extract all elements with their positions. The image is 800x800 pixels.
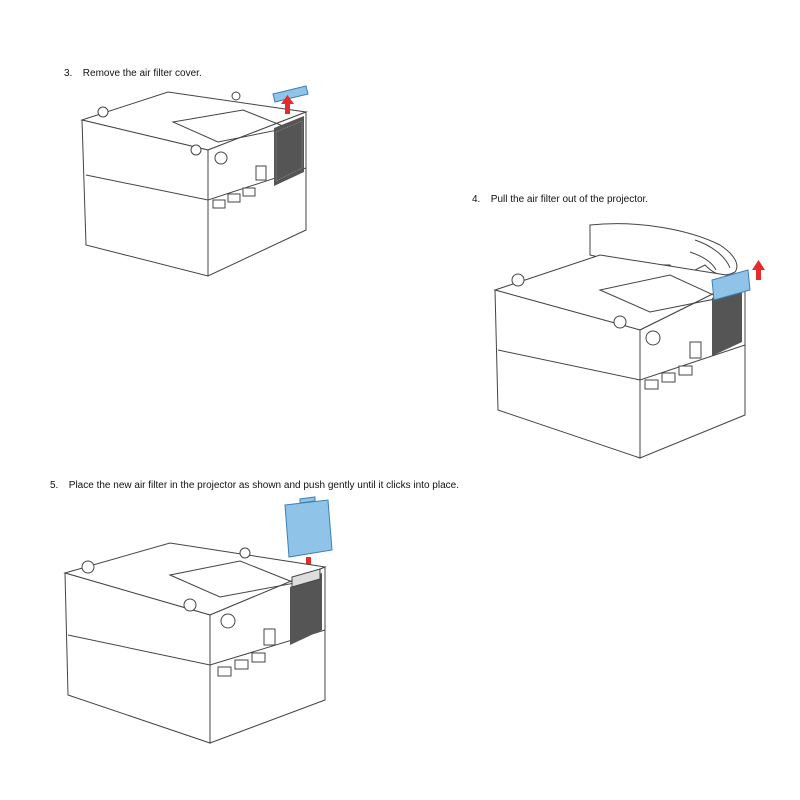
step-text: Place the new air filter in the projecto… [69,480,459,491]
new-air-filter [285,497,332,557]
projector-illustration-pull-filter [490,210,770,460]
step-4-instruction: 4. Pull the air filter out of the projec… [472,194,648,205]
step-text: Pull the air filter out of the projector… [491,194,648,205]
projector-illustration-insert-filter [60,495,340,745]
projector-illustration-remove-cover [78,80,318,280]
step-number: 5. [50,480,66,491]
step-3-instruction: 3. Remove the air filter cover. [64,68,202,79]
up-arrow-icon [752,260,765,280]
step-text: Remove the air filter cover. [83,68,202,79]
step-5-instruction: 5. Place the new air filter in the proje… [50,480,459,491]
step-number: 4. [472,194,488,205]
step-number: 3. [64,68,80,79]
